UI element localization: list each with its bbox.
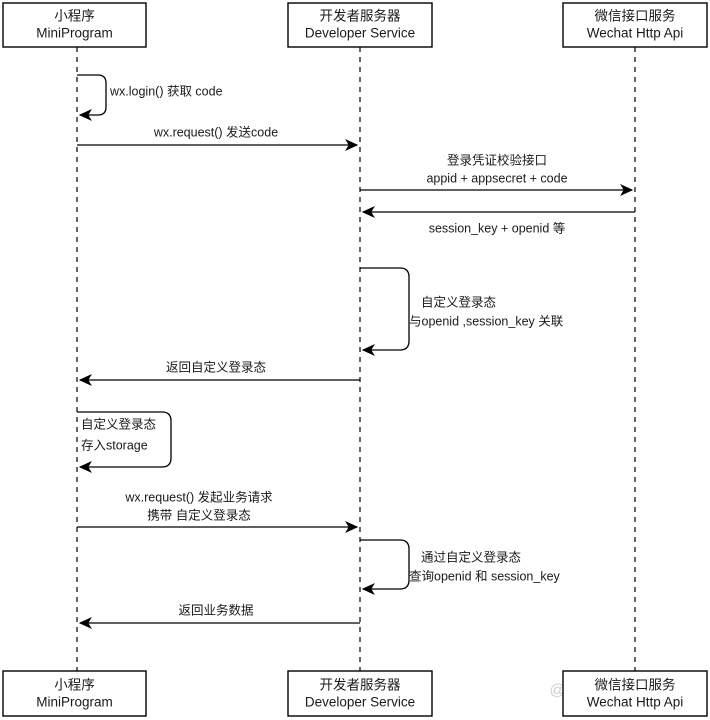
message-wx-login-get-code: wx.login() 获取 code — [77, 74, 223, 121]
self-loop-path-store-storage — [77, 411, 172, 473]
message-label-business-call-line1: wx.request() 发起业务请求 — [124, 489, 273, 504]
actor-title-wechat-http-api-cn: 微信接口服务 — [595, 8, 676, 24]
actor-title-wechat-http-api-en: Wechat Http Api — [587, 26, 684, 41]
message-label-custom-login-state-line1: 自定义登录态 — [421, 294, 496, 309]
message-label-query-openid-line1: 通过自定义登录态 — [421, 549, 521, 564]
actor-footer-title-miniprogram-en: MiniProgram — [36, 695, 113, 710]
message-wx-request-send-code: wx.request() 发送code — [77, 124, 359, 151]
message-label-session-key-openid-return: session_key + openid 等 — [429, 220, 566, 235]
message-query-openid-session-key: 通过自定义登录态 查询openid 和 session_key — [360, 539, 561, 595]
message-label-wx-request-send-code: wx.request() 发送code — [153, 124, 278, 139]
actor-footer-developer-service: 开发者服务器 Developer Service — [287, 670, 433, 717]
actor-title-miniprogram-cn: 小程序 — [54, 9, 95, 24]
actor-header-wechat-http-api: 微信接口服务 Wechat Http Api — [562, 2, 708, 48]
actor-title-developer-service-en: Developer Service — [305, 26, 415, 41]
actor-title-developer-service-cn: 开发者服务器 — [320, 9, 401, 24]
actor-footer-title-wechat-http-api-en: Wechat Http Api — [587, 695, 684, 710]
actor-box-rect-miniprogram — [2, 2, 147, 48]
message-label-wx-login-get-code: wx.login() 获取 code — [109, 84, 223, 98]
actor-box-rect-developer-service — [287, 2, 433, 48]
actor-box-rect-footer-wechat-http-api — [562, 670, 708, 717]
message-session-key-openid-return: session_key + openid 等 — [361, 206, 635, 235]
actor-header-miniprogram: 小程序 MiniProgram — [2, 2, 147, 48]
message-label-return-business-data: 返回业务数据 — [178, 602, 253, 617]
message-return-business-data: 返回业务数据 — [78, 602, 360, 629]
actor-box-rect-footer-developer-service — [287, 670, 433, 717]
actor-footer-wechat-http-api: 微信接口服务 Wechat Http Api — [562, 670, 708, 717]
actor-footer-title-developer-service-cn: 开发者服务器 — [320, 678, 401, 693]
message-custom-login-state-associate: 自定义登录态 与openid ,session_key 关联 — [360, 267, 564, 356]
message-label-query-openid-line2: 查询openid 和 session_key — [409, 569, 561, 583]
actor-footer-miniprogram: 小程序 MiniProgram — [2, 670, 147, 717]
message-label-login-credential-verify-api-line2: appid + appsecret + code — [426, 171, 567, 185]
message-wx-request-business-call: wx.request() 发起业务请求 携带 自定义登录态 — [77, 489, 359, 533]
message-store-login-state-to-storage: 自定义登录态 存入storage — [77, 411, 172, 473]
actor-title-miniprogram-en: MiniProgram — [36, 26, 113, 41]
self-loop-path-query-openid — [360, 539, 410, 595]
actor-header-developer-service: 开发者服务器 Developer Service — [287, 2, 433, 48]
message-label-store-storage-line1: 自定义登录态 — [81, 416, 156, 431]
message-label-store-storage-line2: 存入storage — [81, 438, 148, 452]
actor-box-rect-wechat-http-api — [562, 2, 708, 48]
actor-footer-title-wechat-http-api-cn: 微信接口服务 — [595, 677, 676, 693]
message-login-credential-verify-api: 登录凭证校验接口 appid + appsecret + code — [360, 152, 634, 196]
actor-footer-title-miniprogram-cn: 小程序 — [54, 678, 95, 693]
message-label-login-credential-verify-api-line1: 登录凭证校验接口 — [447, 152, 547, 167]
actor-box-rect-footer-miniprogram — [2, 670, 147, 717]
message-label-business-call-line2: 携带 自定义登录态 — [147, 507, 250, 522]
self-loop-path-wx-login — [77, 74, 107, 121]
actor-footer-title-developer-service-en: Developer Service — [305, 695, 415, 710]
self-loop-path-custom-login-state — [360, 267, 410, 356]
message-label-custom-login-state-line2: 与openid ,session_key 关联 — [409, 314, 564, 328]
message-label-return-custom-login-state: 返回自定义登录态 — [166, 359, 266, 374]
message-return-custom-login-state: 返回自定义登录态 — [78, 359, 360, 386]
